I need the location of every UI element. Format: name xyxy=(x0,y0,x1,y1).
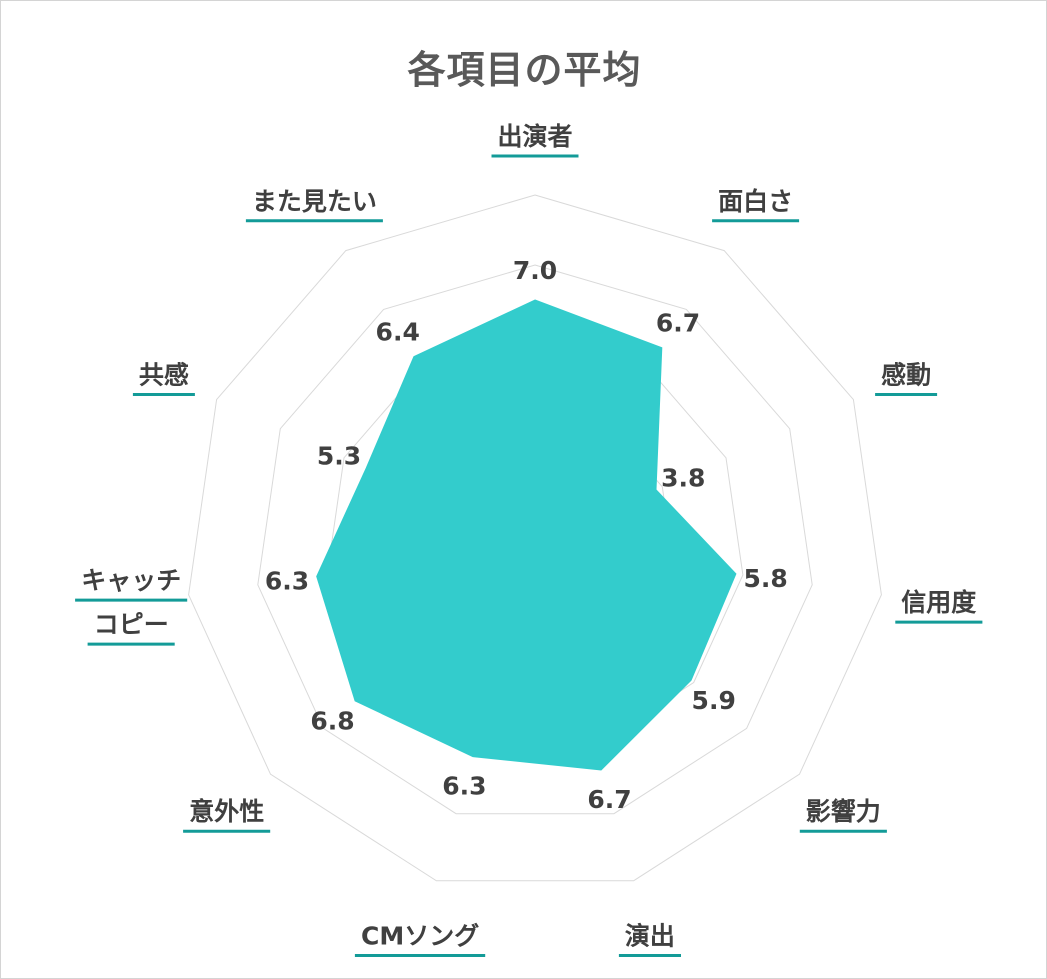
value-label: 6.3 xyxy=(265,567,309,596)
grid-ring-4 xyxy=(257,264,813,815)
value-label: 6.7 xyxy=(656,309,700,338)
axis-label: 影響力 xyxy=(806,797,881,826)
value-label: 5.3 xyxy=(317,442,361,471)
value-label: 6.7 xyxy=(587,785,631,814)
axis-label: また見たい xyxy=(252,187,377,216)
value-label: 7.0 xyxy=(513,256,557,285)
axis-label: 感動 xyxy=(881,361,931,390)
value-label: 5.9 xyxy=(692,686,736,715)
axis-label: キャッチ xyxy=(81,566,181,595)
chart-title: 各項目の平均 xyxy=(407,48,642,92)
axis-label: 出演者 xyxy=(497,122,572,151)
value-label: 6.3 xyxy=(442,771,486,800)
axis-label: 演出 xyxy=(625,922,675,951)
axis-label: 共感 xyxy=(139,361,189,390)
value-label: 3.8 xyxy=(661,463,705,492)
axis-label: CMソング xyxy=(361,922,479,951)
axis-label: 意外性 xyxy=(189,797,264,826)
axis-label: 信用度 xyxy=(901,588,976,617)
axis-label: 面白さ xyxy=(718,187,793,216)
grid-ring-5 xyxy=(188,194,882,882)
data-area xyxy=(316,299,737,771)
value-label: 6.8 xyxy=(310,707,354,736)
value-label: 5.8 xyxy=(743,564,787,593)
value-label: 6.4 xyxy=(376,317,420,346)
axis-label: コピー xyxy=(94,610,169,639)
